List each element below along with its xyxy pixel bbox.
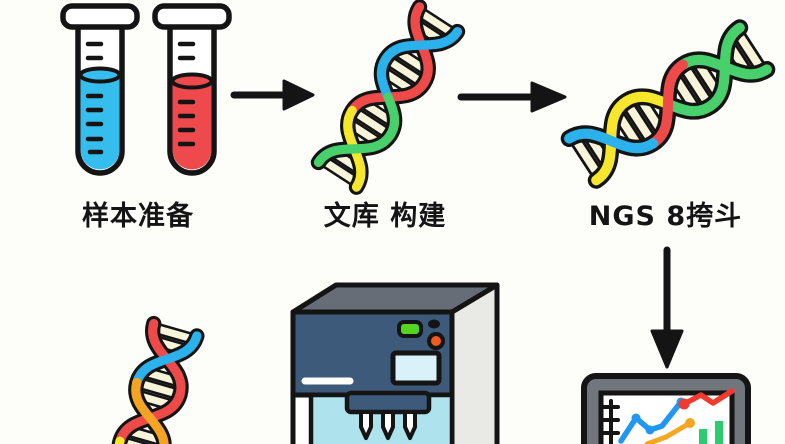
label-sample-prep: 样本准备 (82, 201, 194, 232)
blue-liquid-surface (78, 66, 122, 84)
mini-chart (602, 388, 735, 444)
red-liquid (172, 81, 212, 170)
arrow-right-1 (230, 79, 315, 111)
chart-bar (715, 421, 723, 444)
pipette-tip (403, 410, 417, 440)
pipette-tip (359, 410, 373, 440)
arrow-right-2 (457, 81, 567, 113)
machine-display (390, 350, 442, 386)
pipette-bracket (344, 390, 432, 415)
arrow-down (650, 246, 684, 369)
power-button (427, 332, 445, 350)
results-monitor (581, 373, 751, 444)
label-library-construction: 文库 构建 (323, 201, 447, 232)
tube-rim (60, 3, 140, 30)
dna-helix-ngs (569, 28, 767, 180)
chart-marker (685, 418, 695, 428)
chart-line-orange (644, 420, 693, 444)
tube-rim (152, 3, 232, 30)
chart-marker (678, 398, 690, 410)
red-liquid-surface (170, 72, 214, 90)
chart-marker (645, 425, 655, 435)
sequencer-machine (290, 282, 500, 444)
label-ngs-sequencing: NGS 8挎斗 (588, 201, 743, 232)
dna-helix-library (319, 7, 458, 187)
chart-marker (631, 413, 641, 423)
pipette-tip (381, 410, 395, 440)
vent-dot (428, 319, 440, 329)
test-tube-red (152, 3, 232, 176)
chart-line-red (681, 388, 735, 407)
dna-helix-analysis (103, 324, 197, 444)
status-led (397, 320, 423, 338)
test-tube-blue (60, 3, 140, 176)
chart-bar (699, 429, 707, 444)
